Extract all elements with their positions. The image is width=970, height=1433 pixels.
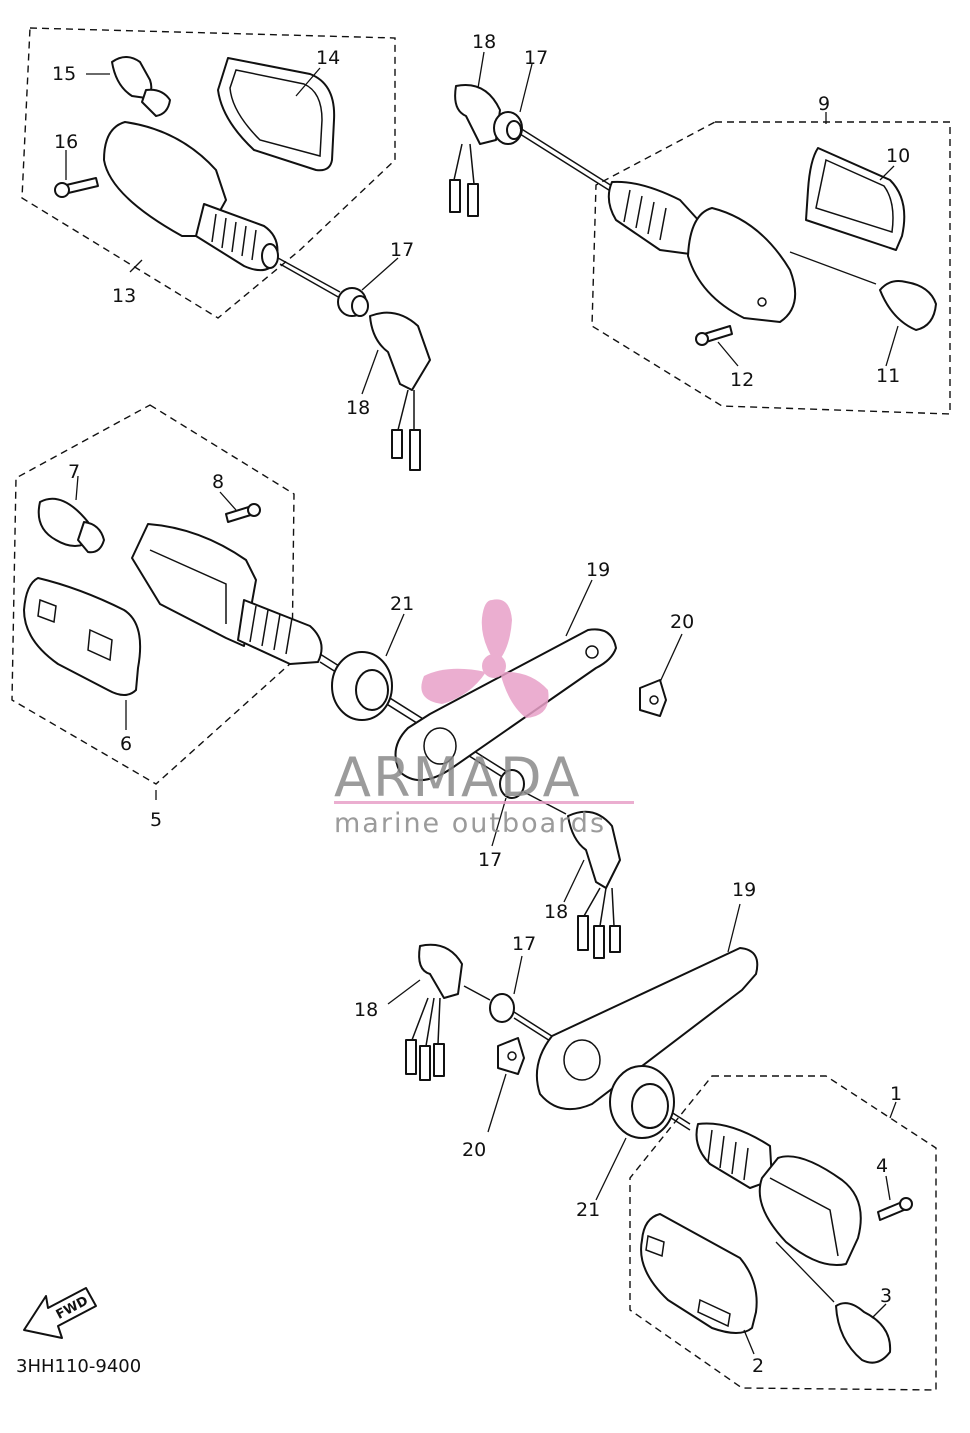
callout-2: 2 <box>752 1355 764 1377</box>
callout-18-d: 18 <box>354 999 378 1021</box>
callout-labels: 15 14 16 13 17 18 18 17 9 10 11 12 7 8 6… <box>52 31 910 1377</box>
callout-1: 1 <box>890 1083 902 1105</box>
watermark-brand: ARMADA <box>334 746 582 809</box>
callout-19-a: 19 <box>586 559 610 581</box>
callout-4: 4 <box>876 1155 888 1177</box>
callout-17-b: 17 <box>524 47 548 69</box>
callout-3: 3 <box>880 1285 892 1307</box>
callout-15: 15 <box>52 63 76 85</box>
callout-6: 6 <box>120 733 132 755</box>
assembly-1 <box>629 1075 937 1391</box>
callout-19-b: 19 <box>732 879 756 901</box>
callout-18-b: 18 <box>472 31 496 53</box>
callout-17-a: 17 <box>390 239 414 261</box>
callout-18-c: 18 <box>544 901 568 923</box>
callout-17-c: 17 <box>478 849 502 871</box>
callout-14: 14 <box>316 47 340 69</box>
callout-21-b: 21 <box>576 1199 600 1221</box>
bracket-upper <box>319 579 683 959</box>
callout-16: 16 <box>54 131 78 153</box>
callout-8: 8 <box>212 471 224 493</box>
callout-7: 7 <box>68 461 80 483</box>
assembly-9 <box>449 51 951 415</box>
assembly-5 <box>11 404 323 800</box>
propeller-icon <box>421 599 549 718</box>
callout-10: 10 <box>886 145 910 167</box>
callout-20-a: 20 <box>670 611 694 633</box>
callout-20-b: 20 <box>462 1139 486 1161</box>
callout-5: 5 <box>150 809 162 831</box>
fwd-arrow-icon: FWD <box>23 1287 97 1339</box>
callout-12: 12 <box>730 369 754 391</box>
bracket-lower <box>387 903 759 1201</box>
callout-21-a: 21 <box>390 593 414 615</box>
part-code: 3HH110-9400 <box>16 1356 141 1377</box>
assembly-13 <box>21 27 431 471</box>
callout-18-a: 18 <box>346 397 370 419</box>
callout-11: 11 <box>876 365 900 387</box>
watermark-tagline: marine outboards <box>334 808 606 839</box>
watermark: ARMADA marine outboards <box>334 599 634 839</box>
callout-9: 9 <box>818 93 830 115</box>
callout-17-d: 17 <box>512 933 536 955</box>
callout-13: 13 <box>112 285 136 307</box>
